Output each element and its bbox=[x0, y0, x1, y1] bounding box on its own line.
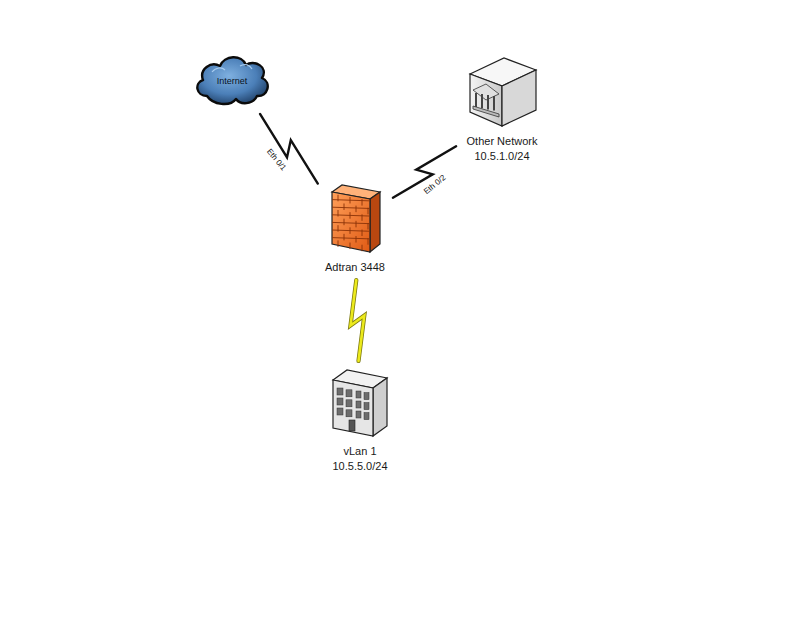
link-stroke bbox=[260, 114, 318, 184]
firewall-node: Adtran 3448 bbox=[321, 182, 389, 275]
lightning-link bbox=[393, 146, 456, 197]
device-name: Adtran 3448 bbox=[325, 260, 385, 275]
building-node: vLan 110.5.5.0/24 bbox=[325, 366, 395, 474]
port-label: Eth 0/1 bbox=[263, 145, 289, 174]
port-label: Eth 0/2 bbox=[421, 172, 450, 198]
server-node: Other Network10.5.1.0/24 bbox=[460, 54, 544, 164]
firewall-icon bbox=[328, 182, 382, 254]
link-stroke bbox=[393, 146, 456, 197]
cloud-label: Internet bbox=[217, 76, 248, 87]
server-icon bbox=[464, 54, 540, 128]
device-name: Other Network bbox=[467, 134, 538, 149]
link-stroke bbox=[351, 280, 365, 361]
device-name: vLan 1 bbox=[343, 444, 376, 459]
link-outline bbox=[351, 280, 365, 361]
cloud-node: Internet bbox=[192, 50, 272, 110]
lightning-link bbox=[351, 280, 365, 361]
building-icon bbox=[329, 366, 391, 438]
lightning-link bbox=[260, 114, 318, 184]
subnet-label: 10.5.5.0/24 bbox=[332, 459, 387, 474]
subnet-label: 10.5.1.0/24 bbox=[474, 149, 529, 164]
